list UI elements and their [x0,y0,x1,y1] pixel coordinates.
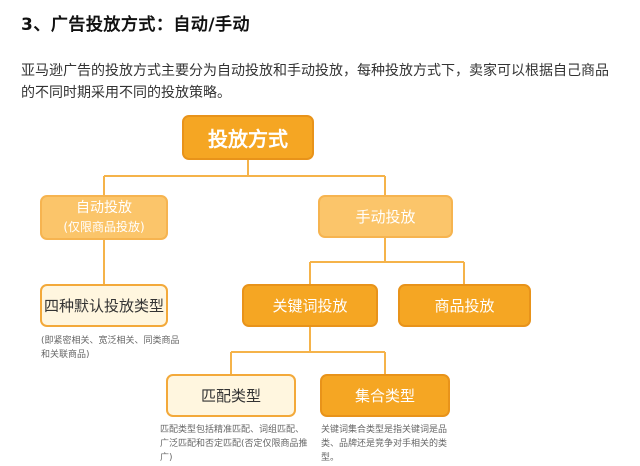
default-types-node: 四种默认投放类型 [40,284,168,327]
intro-paragraph: 亚马逊广告的投放方式主要分为自动投放和手动投放，每种投放方式下，卖家可以根据自己… [21,63,609,101]
auto-node-label: 自动投放 [76,199,132,216]
root-node-label: 投放方式 [208,127,288,151]
match-type-label: 匹配类型 [200,387,261,405]
keyword-node: 关键词投放 [242,284,378,327]
section-heading: 3、广告投放方式：自动/手动 [21,15,251,35]
set-type-label: 集合类型 [354,387,415,405]
root-node: 投放方式 [182,115,314,160]
set-type-node: 集合类型 [320,374,450,417]
auto-node-sub: (仅限商品投放) [63,219,145,234]
product-node: 商品投放 [398,284,531,327]
match-type-note: 匹配类型包括精准匹配、词组匹配、广泛匹配和否定匹配(否定仅限商品推广) [160,425,308,463]
auto-node: 自动投放 (仅限商品投放) [40,195,168,240]
product-node-label: 商品投放 [434,297,495,315]
default-types-label: 四种默认投放类型 [43,297,164,315]
connector-manual [309,238,465,284]
default-types-note: (即紧密相关、宽泛相关、同类商品和关联商品) [41,336,180,360]
connector-keyword [230,327,386,374]
match-type-node: 匹配类型 [166,374,296,417]
manual-node-label: 手动投放 [355,208,416,226]
manual-node: 手动投放 [318,195,453,238]
set-type-note: 关键词集合类型是指关键词是品类、品牌还是竞争对手相关的类型。 [321,425,448,463]
keyword-node-label: 关键词投放 [272,297,348,315]
connector-root [103,160,386,195]
